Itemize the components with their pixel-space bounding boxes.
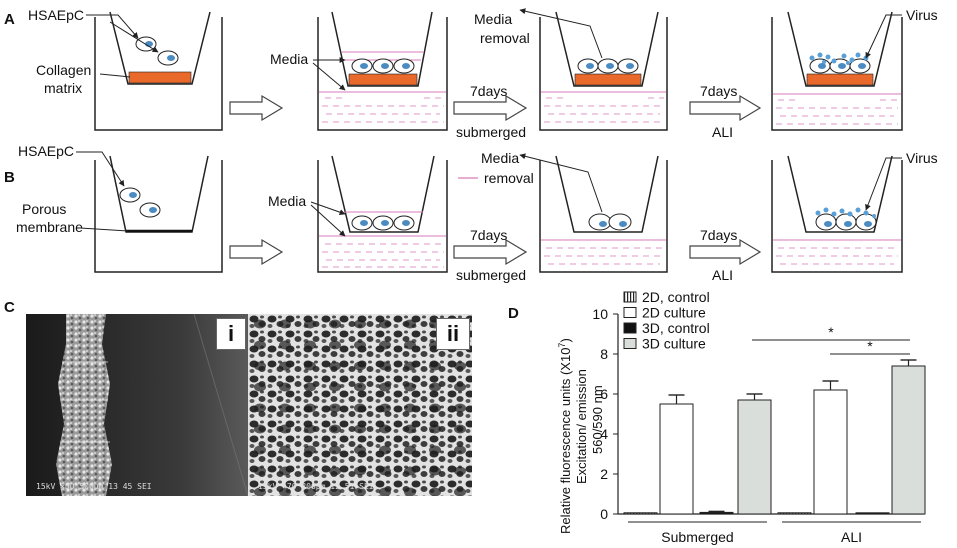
y-tick-label: 6 [600,386,608,402]
virus-label: Virus [906,150,938,166]
panel-label-d: D [508,305,519,322]
hsaepc-label: HSAEpC [18,143,74,159]
panel-label-c: C [4,299,15,316]
virus-particles [815,207,876,218]
category-label: Submerged [661,529,733,545]
bar-submerged-3 [699,511,734,515]
hollow-arrow [689,238,762,266]
ali-label: ALI [712,267,733,283]
legend-swatch [623,307,637,318]
y-tick-label: 10 [592,306,608,322]
hollow-arrow [689,94,762,122]
sem-scale-info-i: 15kV ×50 500µm 13 45 SEI [36,482,152,491]
y-axis-label-3: 560/590 nm [590,385,605,454]
hollow-arrow [229,238,284,266]
well-b3: Media removal [458,150,668,273]
y-axis-label-2: Excitation/ emission [574,369,589,484]
bar-ali-2 [813,389,848,515]
bar-submerged-4 [737,399,772,515]
y-axis-label-superscript: 7 [557,343,567,348]
legend-swatch [623,322,637,334]
well-b2: Media [268,155,448,273]
sem-panel-label-i: i [216,318,246,350]
matrix-label: matrix [44,80,82,96]
sem-panel-label-ii: ii [436,318,470,350]
submerged-label: submerged [456,267,526,283]
collagen-label: Collagen [36,62,91,78]
ali-label: ALI [712,124,733,140]
y-tick-label: 2 [600,466,608,482]
legend-swatch [623,338,637,349]
days-label: 7days [700,83,737,99]
well-a4: Virus [771,7,938,131]
category-label: ALI [841,529,862,545]
sem-scale-info-ii: 15kV ×70 200µm 12 51 SEI [258,482,374,491]
well-b4: Virus [771,150,938,273]
y-tick-label: 0 [600,506,608,522]
sem-image-ii: ii 15kV ×70 200µm 12 51 SEI [248,314,472,496]
sem-image-i: i 15kV ×50 500µm 13 45 SEI [26,314,248,496]
hollow-arrow [453,238,528,266]
media-label: Media [270,51,308,67]
bar-submerged-1 [623,512,658,515]
hollow-arrow [453,94,528,122]
submerged-label: submerged [456,124,526,140]
y-tick-label: 8 [600,346,608,362]
well-b1: HSAEpC Porous membrane [16,143,223,273]
media-removal-label: Media [481,150,519,166]
virus-label: Virus [906,7,938,23]
days-label: 7days [700,227,737,243]
media-removal-label-2: removal [484,170,534,186]
y-tick-label: 4 [600,426,608,442]
y-axis-label-end: ) [558,338,573,342]
membrane-label: membrane [16,219,83,235]
bar-ali-4 [891,365,926,515]
well-a1: HSAEpC Collagen matrix [28,7,223,131]
legend-entry: 3D culture [642,336,706,352]
media-removal-label: Media [474,11,512,27]
bar-ali-3 [855,512,890,515]
hollow-arrow [229,94,284,122]
well-a3: Media removal [474,8,668,131]
media-removal-label-2: removal [480,30,530,46]
legend-entry: 3D, control [642,320,710,336]
collagen-layer [128,71,192,84]
panel-label-a: A [4,11,15,28]
panel-label-b: B [4,169,15,186]
bar-submerged-2 [659,403,694,515]
legend-entry: 2D culture [642,305,706,321]
porous-label: Porous [22,201,66,217]
legend-entry: 2D, control [642,289,710,305]
days-label: 7days [470,83,507,99]
media-label: Media [268,193,306,209]
legend-swatch [623,291,637,303]
hsaepc-label: HSAEpC [28,7,84,23]
well-a2: Media [270,11,448,131]
significance-star: * [828,324,834,340]
days-label: 7days [470,227,507,243]
y-axis-label: Relative fluorescence units (X107) [557,338,573,534]
bar-ali-1 [777,512,812,515]
significance-star: * [867,338,873,354]
